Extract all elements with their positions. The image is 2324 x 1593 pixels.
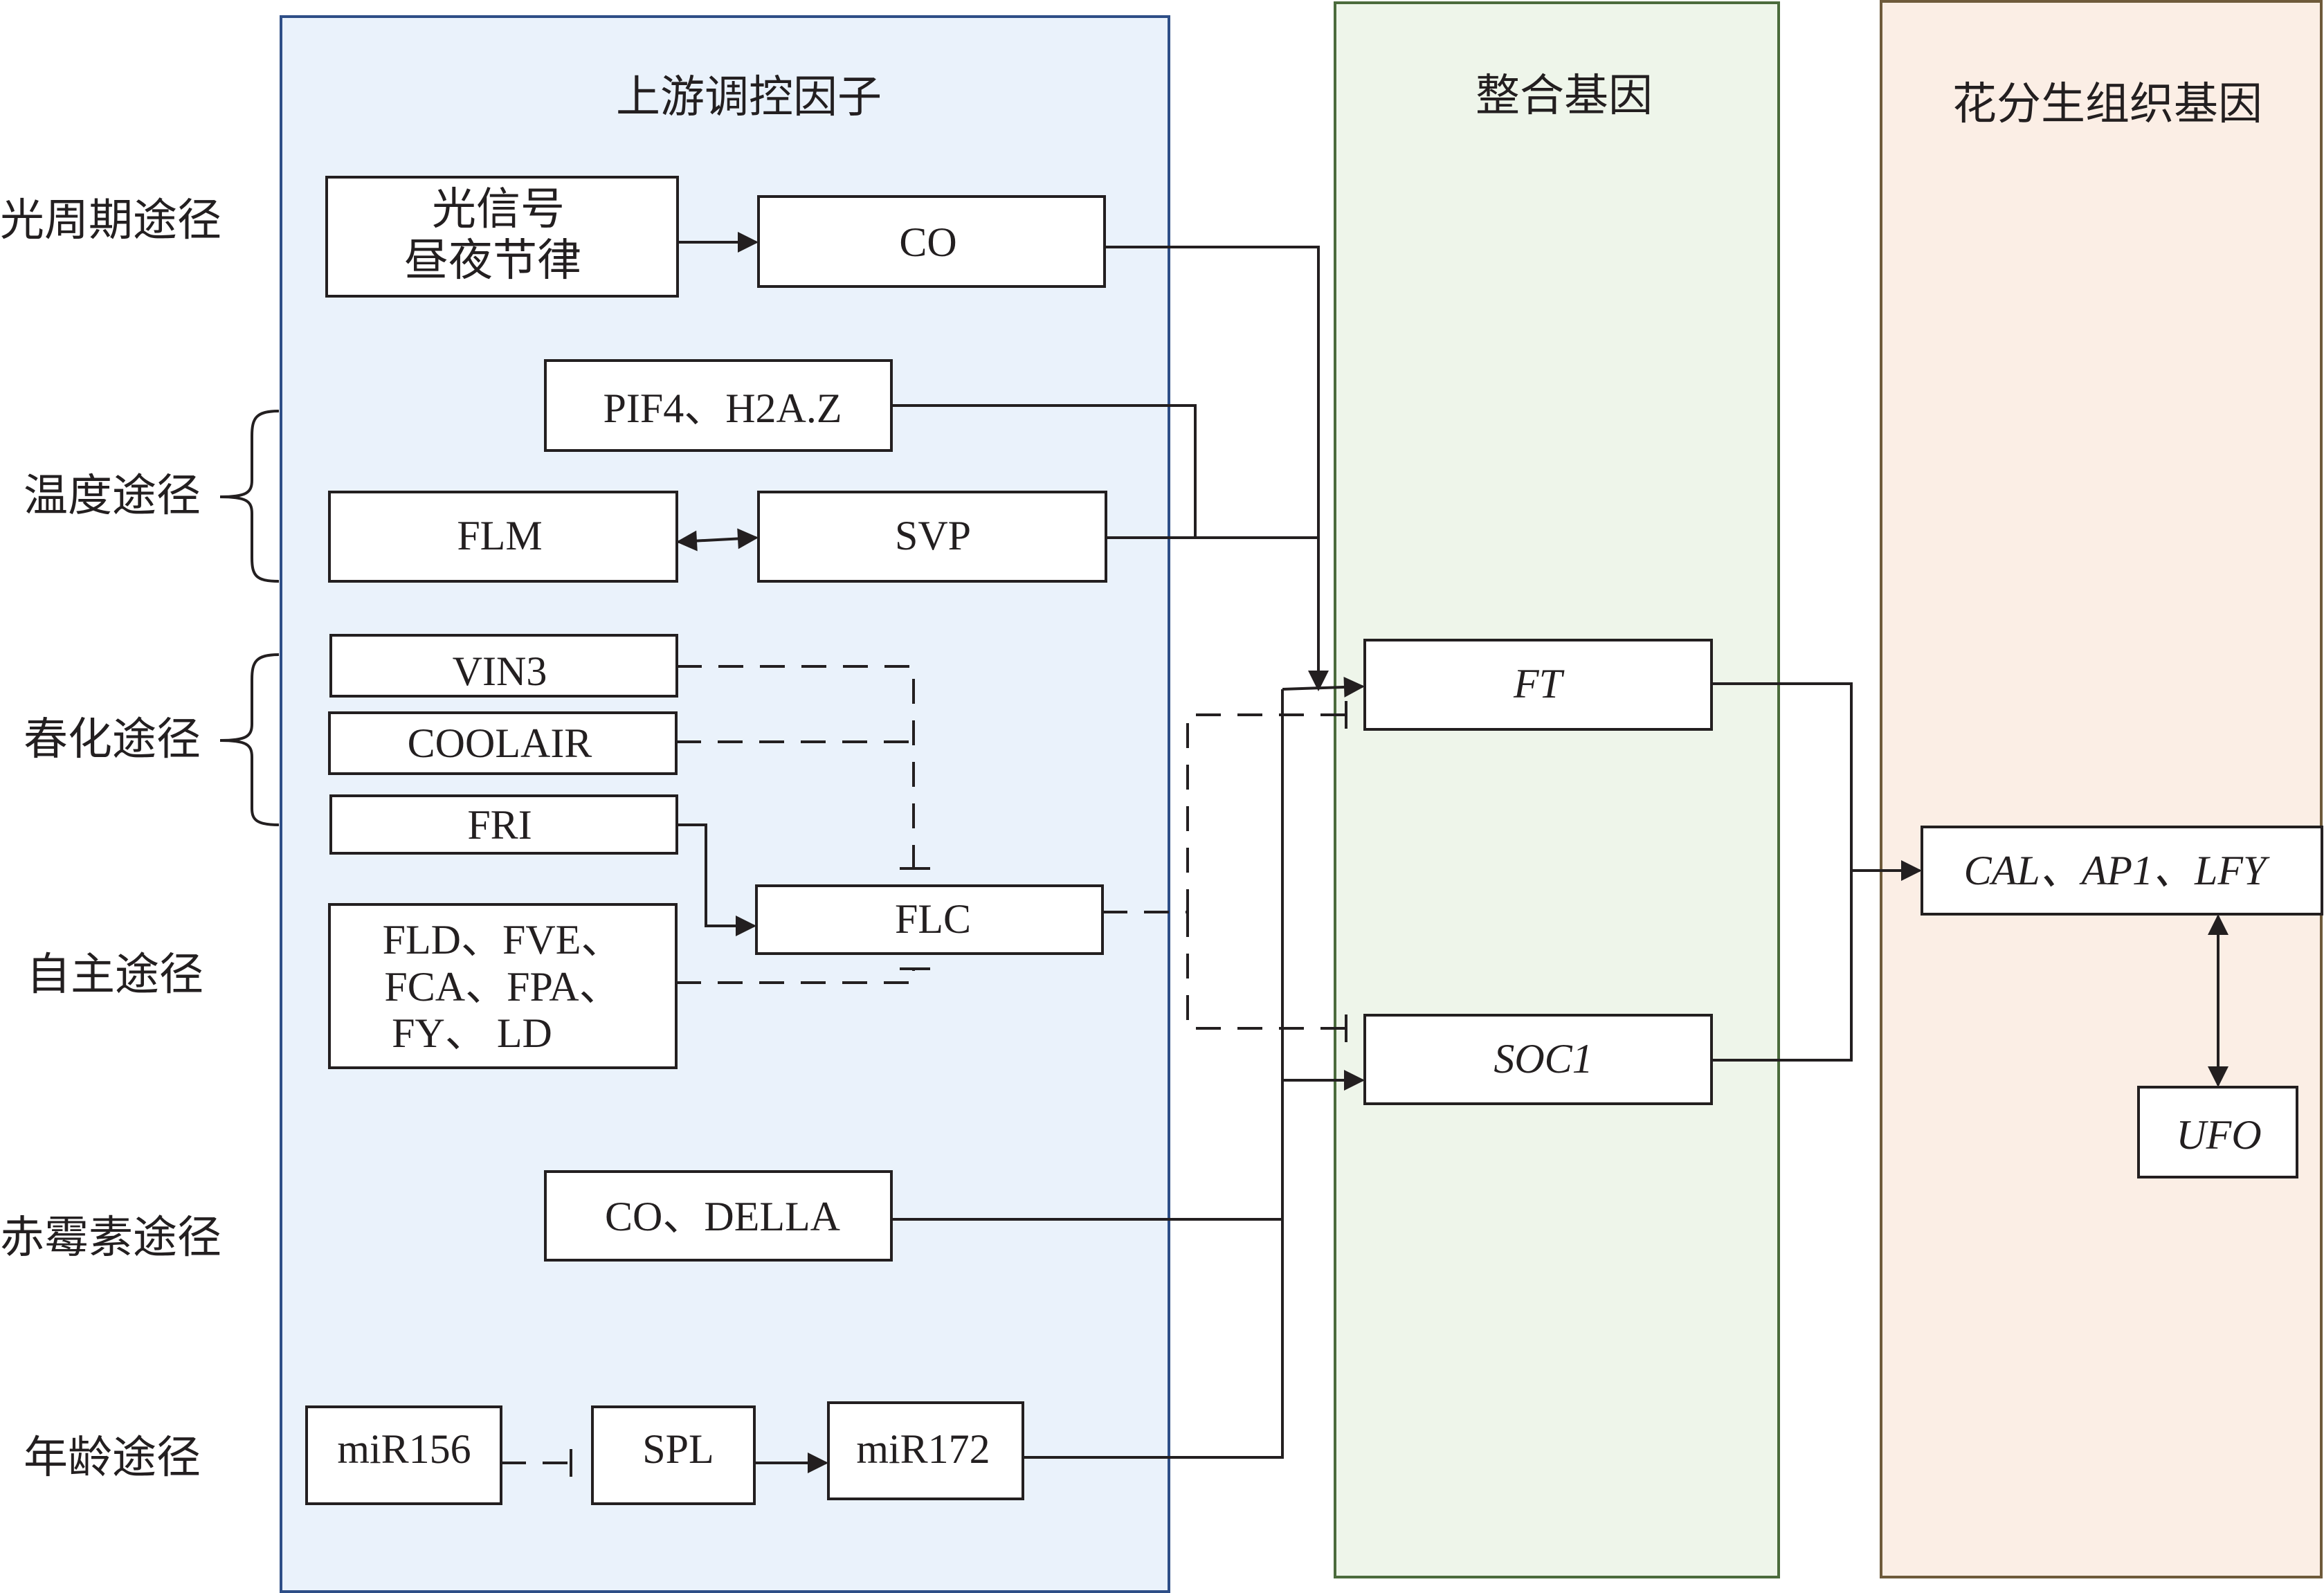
ufo-box xyxy=(2137,1086,2298,1178)
light-signal-label: 光信号 xyxy=(432,185,565,234)
pathway-label-photoperiod: 光周期途径 xyxy=(0,196,221,245)
circadian-rhythm-label: 昼夜节律 xyxy=(404,236,581,285)
coolair-box xyxy=(328,711,678,775)
upstream-panel-title: 上游调控因子 xyxy=(616,73,882,122)
cal-ap1-lfy-box xyxy=(1921,826,2323,916)
flc-to-soc1-repression xyxy=(1186,912,1346,1030)
inhibition-bars xyxy=(900,701,1347,1042)
fri-to-flc-arrow xyxy=(677,823,756,936)
spl-label: SPL xyxy=(642,1426,714,1472)
cal-ap1-lfy-label: CAL、AP1、LFY xyxy=(1964,848,2270,893)
mir172-box xyxy=(827,1401,1024,1500)
co-della-label: CO、DELLA xyxy=(605,1194,840,1239)
flc-to-repressor-trunk xyxy=(1102,713,1346,913)
light-signal-box xyxy=(325,176,679,298)
vin3-label: VIN3 xyxy=(453,648,547,694)
co-label: CO xyxy=(899,219,956,265)
soc1-box xyxy=(1363,1014,1713,1105)
svp-label: SVP xyxy=(895,513,971,558)
co-box xyxy=(757,195,1106,288)
meristem-panel-title: 花分生组织基因 xyxy=(1952,80,2262,129)
soc1-to-merge-connector xyxy=(1712,871,1853,1062)
pathway-label-age: 年龄途径 xyxy=(24,1433,201,1482)
integration-panel xyxy=(1334,1,1780,1578)
pathway-label-temperature: 温度途径 xyxy=(24,471,201,520)
ft-box xyxy=(1363,639,1713,731)
autonomous-factors-line1: FLD、FVE、 xyxy=(383,917,623,963)
mir156-label: miR156 xyxy=(337,1426,471,1472)
ft-to-merge-connector xyxy=(1712,682,1853,871)
soc1-label: SOC1 xyxy=(1494,1036,1592,1082)
temperature-brace xyxy=(219,410,280,583)
vin3-box xyxy=(329,634,678,698)
mir156-box xyxy=(305,1405,502,1505)
pif4-to-ft-connector xyxy=(891,404,1197,538)
coolair-label: COOLAIR xyxy=(408,720,592,766)
flm-box xyxy=(328,491,678,583)
meristem-panel xyxy=(1880,0,2323,1578)
pathway-label-gibberellin: 赤霉素途径 xyxy=(0,1213,221,1262)
flc-box xyxy=(755,884,1104,955)
integration-panel-title: 整合基因 xyxy=(1476,71,1653,120)
flm-label: FLM xyxy=(457,513,542,558)
flc-label: FLC xyxy=(895,896,971,942)
flm-svp-arrow xyxy=(676,528,759,552)
ufo-label: UFO xyxy=(2176,1112,2261,1158)
autonomous-factors-box xyxy=(328,903,678,1069)
trunk-to-ft-arrow xyxy=(1282,676,1365,698)
dashed-connectors xyxy=(676,665,1346,1030)
ft-label: FT xyxy=(1513,661,1565,707)
svp-box xyxy=(757,491,1107,583)
pif4-h2az-label: PIF4、H2A.Z xyxy=(603,385,842,431)
spl-box xyxy=(591,1405,756,1505)
autonomous-factors-line3: FY、 LD xyxy=(392,1010,552,1056)
co-to-ft-connector xyxy=(1105,246,1329,691)
fri-box xyxy=(329,794,678,855)
vernalization-brace xyxy=(219,653,280,826)
autonomous-factors-line2: FCA、FPA、 xyxy=(384,964,620,1010)
fri-label: FRI xyxy=(467,802,532,848)
pathway-label-vernalization: 春化途径 xyxy=(24,715,201,764)
pathway-label-autonomous: 自主途径 xyxy=(26,950,203,999)
solid-connectors xyxy=(501,232,2228,1477)
co-della-box xyxy=(544,1170,893,1262)
mir172-trunk xyxy=(1023,689,1284,1459)
mir172-label: miR172 xyxy=(856,1426,990,1472)
